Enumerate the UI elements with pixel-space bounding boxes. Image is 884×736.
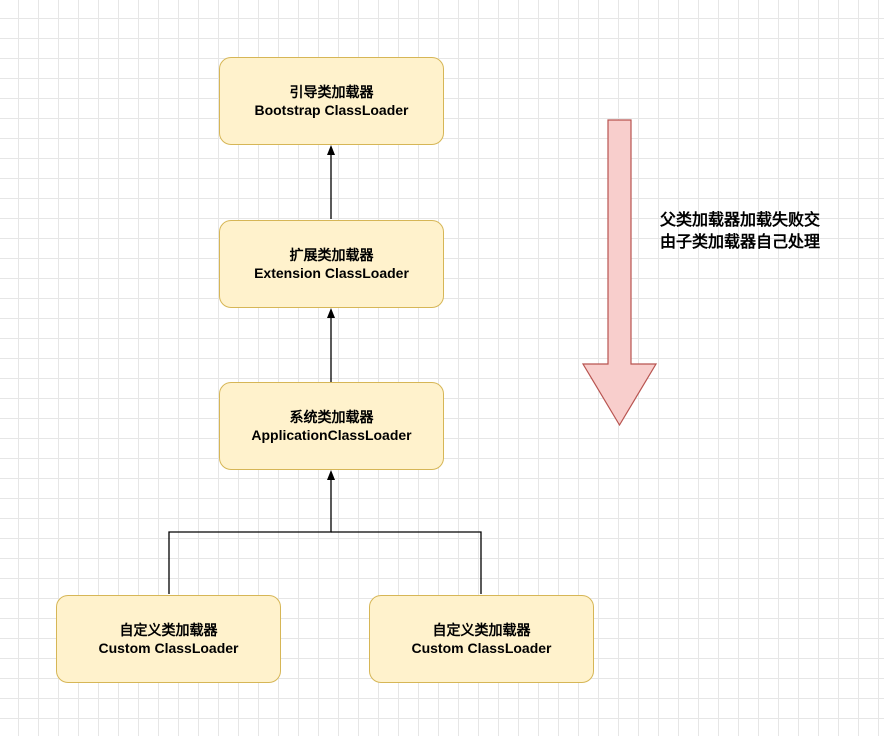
node-title-cn: 自定义类加载器 (432, 622, 531, 638)
node-title-en: Custom ClassLoader (98, 640, 239, 656)
node-title-en: Custom ClassLoader (411, 640, 552, 656)
node-extension-classloader[interactable]: 扩展类加载器 Extension ClassLoader (219, 220, 444, 308)
node-bootstrap-classloader[interactable]: 引导类加载器 Bootstrap ClassLoader (219, 57, 444, 145)
node-title-en: Extension ClassLoader (254, 265, 409, 281)
edge-custom-left-to-application (168, 477, 332, 594)
arrowhead-application (327, 470, 335, 480)
node-title-en: ApplicationClassLoader (251, 427, 412, 443)
delegation-note: 父类加载器加载失败交 由子类加载器自己处理 (660, 210, 820, 254)
node-title-en: Bootstrap ClassLoader (254, 102, 409, 118)
node-application-classloader[interactable]: 系统类加载器 ApplicationClassLoader (219, 382, 444, 470)
delegation-down-arrow (581, 119, 658, 427)
node-custom-classloader-left[interactable]: 自定义类加载器 Custom ClassLoader (56, 595, 281, 683)
node-custom-classloader-right[interactable]: 自定义类加载器 Custom ClassLoader (369, 595, 594, 683)
node-title-cn: 自定义类加载器 (119, 622, 218, 638)
node-title-cn: 引导类加载器 (289, 84, 374, 100)
node-title-cn: 系统类加载器 (289, 409, 374, 425)
note-line-2: 由子类加载器自己处理 (660, 234, 821, 251)
note-line-1: 父类加载器加载失败交 (660, 212, 821, 229)
arrowhead-extension (327, 308, 335, 318)
node-title-cn: 扩展类加载器 (289, 247, 374, 263)
arrowhead-bootstrap (327, 145, 335, 155)
edge-custom-right-to-application (331, 531, 482, 594)
